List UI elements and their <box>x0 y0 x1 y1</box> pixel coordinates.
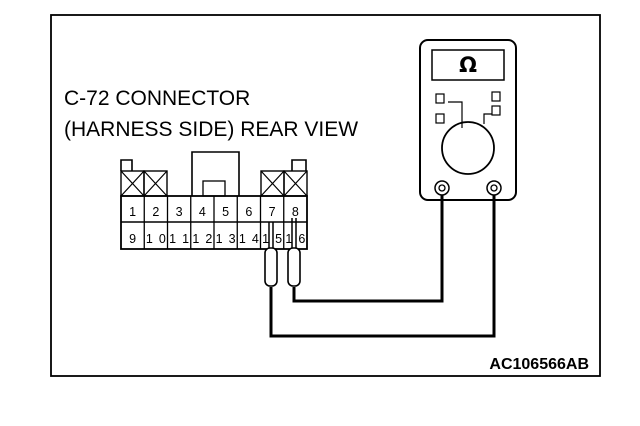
blank-cavity-left <box>120 170 168 197</box>
connector-subtitle: (HARNESS SIDE) REAR VIEW <box>64 118 358 141</box>
connector-pin-3: 3 <box>176 205 183 219</box>
ohmmeter: Ω <box>419 39 517 201</box>
test-lead-pin7 <box>269 195 496 338</box>
meter-jack-left <box>434 180 450 196</box>
test-lead-pin8 <box>292 195 444 303</box>
figure-frame <box>50 14 601 377</box>
test-probe-icon <box>264 222 278 287</box>
connector-pin-1: 1 <box>129 205 136 219</box>
connector-pin-15: 15 <box>262 232 282 246</box>
connector-pin-6: 6 <box>245 205 252 219</box>
blank-cavity-right <box>260 170 308 197</box>
connector-pin-2: 2 <box>152 205 159 219</box>
connector-pin-14: 14 <box>239 232 259 246</box>
connector-pin-11: 11 <box>169 232 189 246</box>
meter-jack-right <box>486 180 502 196</box>
test-probe-icon <box>287 218 301 287</box>
connector-pin-7: 7 <box>269 205 276 219</box>
connector-pin-10: 10 <box>146 232 166 246</box>
connector-pin-12: 12 <box>192 232 212 246</box>
rotary-dial <box>441 121 495 175</box>
connector-pin-4: 4 <box>199 205 206 219</box>
connector-pin-13: 13 <box>216 232 236 246</box>
ohm-symbol-icon: Ω <box>459 53 477 77</box>
connector-pin-9: 9 <box>129 232 136 246</box>
connector-title: C-72 CONNECTOR <box>64 87 250 110</box>
connector-pin-5: 5 <box>222 205 229 219</box>
figure-code: AC106566AB <box>489 356 589 373</box>
connector-pin-8: 8 <box>292 205 299 219</box>
